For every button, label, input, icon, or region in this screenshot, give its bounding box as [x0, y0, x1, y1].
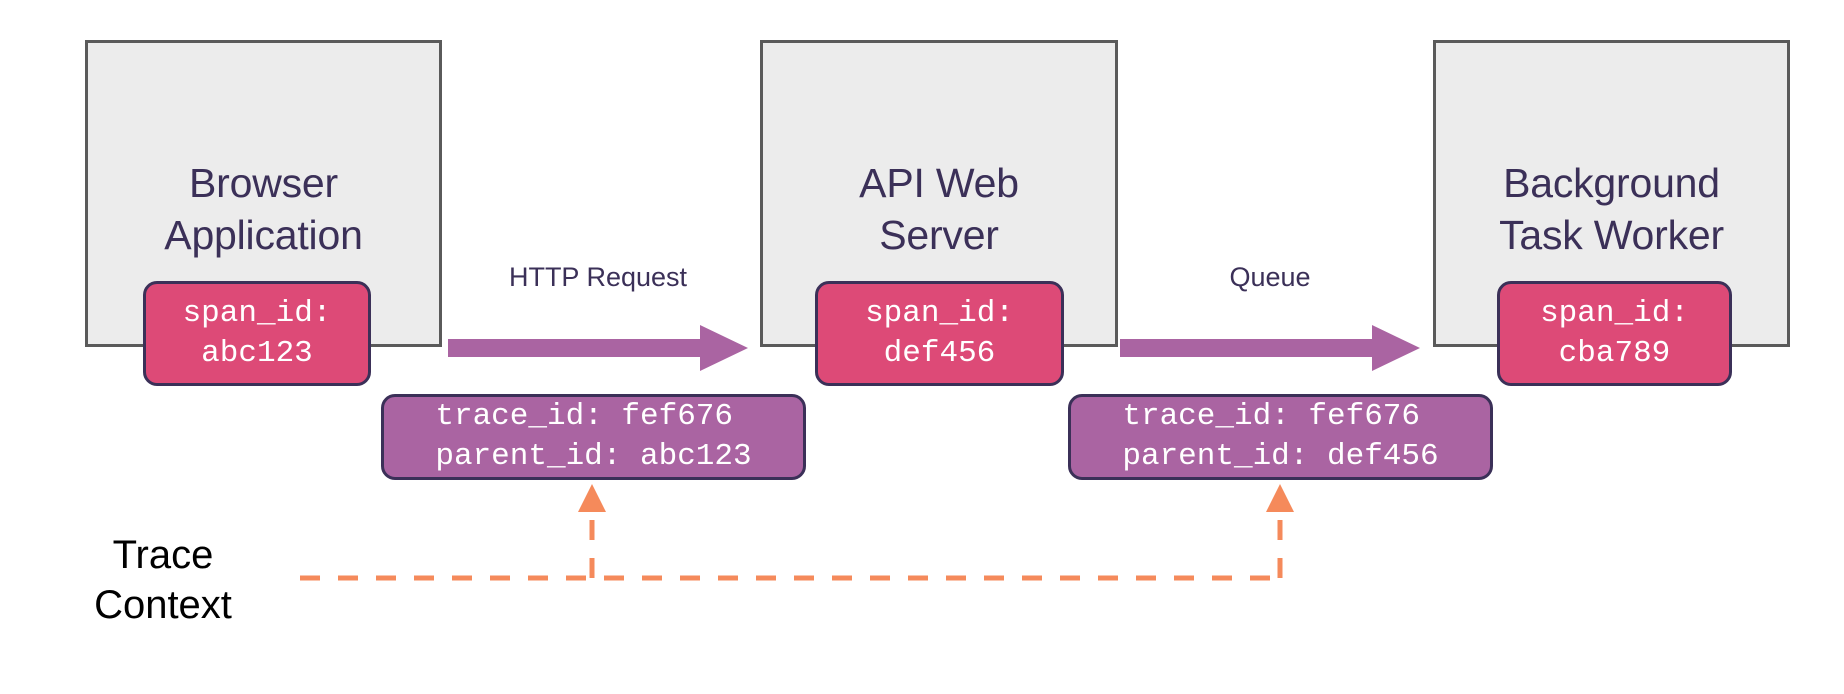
edge-label-http-request: HTTP Request [508, 262, 688, 292]
context-badge-http[interactable]: trace_id: fef676 parent_id: abc123 [381, 394, 806, 480]
node-background-task-worker-label: Background Task Worker [1499, 160, 1724, 258]
node-api-web-server-label: API Web Server [859, 160, 1019, 258]
span-badge-browser[interactable]: span_id: abc123 [143, 281, 371, 386]
span-badge-api[interactable]: span_id: def456 [815, 281, 1064, 386]
context-badge-queue[interactable]: trace_id: fef676 parent_id: def456 [1068, 394, 1493, 480]
span-badge-api-text: span_id: def456 [865, 295, 1014, 371]
node-browser-application-label: Browser Application [164, 160, 363, 258]
context-badge-http-text: trace_id: fef676 parent_id: abc123 [435, 399, 752, 474]
http-request-arrow [448, 325, 748, 371]
span-badge-worker-text: span_id: cba789 [1540, 295, 1689, 371]
edge-label-queue: Queue [1229, 262, 1311, 292]
queue-arrow [1120, 325, 1420, 371]
span-badge-browser-text: span_id: abc123 [182, 295, 332, 371]
context-badge-queue-text: trace_id: fef676 parent_id: def456 [1122, 399, 1439, 474]
trace-context-caption: Trace Context [94, 533, 232, 627]
span-badge-worker[interactable]: span_id: cba789 [1497, 281, 1732, 386]
